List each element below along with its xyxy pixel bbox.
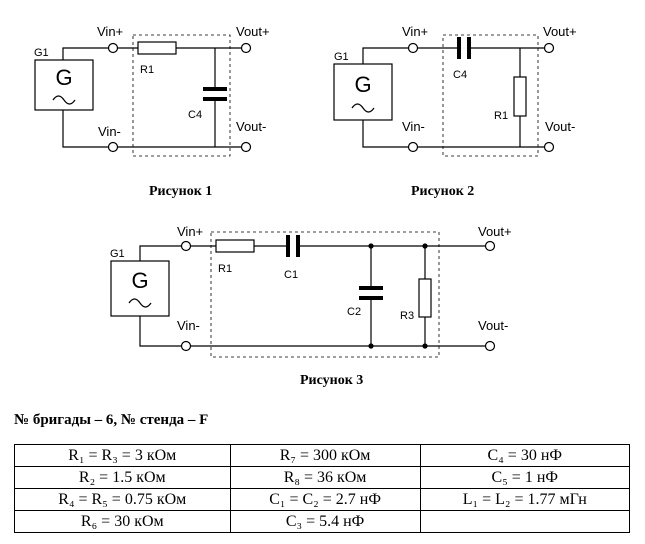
figure-1-caption: Рисунок 1 [149, 184, 213, 199]
terminal-vin-minus [107, 141, 119, 153]
circuit-figure-2: G G1 Vin+ Vin- Vout+ Vout- C4 R1 [333, 24, 577, 157]
table-cell: R₆ = 30 кОм [14, 510, 231, 533]
table-cell: R₇ = 300 кОм [229, 444, 421, 467]
generator-label: G1 [110, 248, 125, 260]
terminal-vout-plus [484, 240, 496, 252]
circuit-figure-3: G G1 Vin+ Vin- Vout+ Vout- R1 C1 C2 R3 [110, 224, 512, 358]
generator-label: G1 [34, 47, 49, 59]
terminal-vout-minus [484, 340, 496, 352]
terminal-vin-plus [407, 42, 419, 54]
vin-plus-label: Vin+ [402, 24, 428, 39]
terminal-vout-plus [240, 42, 252, 54]
table-cell: R₁ = R₃ = 3 кОм [14, 444, 231, 467]
generator-label: G1 [334, 51, 349, 63]
junction-dot [368, 343, 374, 349]
vin-plus-label: Vin+ [97, 24, 123, 39]
terminal-vout-minus [543, 141, 555, 153]
r1-label: R1 [218, 263, 232, 275]
circuit-schematics: G G1 Vin+ Vin- Vout+ Vout- R1 C4 [34, 24, 577, 358]
r1-label: R1 [494, 110, 508, 122]
generator [34, 59, 94, 111]
table-cell: C₃ = 5.4 нФ [229, 510, 421, 533]
table-cell: C₁ = C₂ = 2.7 нФ [229, 488, 421, 511]
table-cell: C₄ = 30 нФ [419, 444, 631, 467]
vout-plus-label: Vout+ [543, 24, 577, 39]
table-row: R₆ = 30 кОм C₃ = 5.4 нФ [14, 510, 631, 533]
junction-dot [422, 343, 428, 349]
vin-minus-label: Vin- [98, 124, 121, 139]
c2-label: C2 [347, 306, 361, 318]
vout-minus-label: Vout- [545, 119, 575, 134]
terminal-vout-minus [240, 141, 252, 153]
vout-plus-label: Vout+ [478, 224, 512, 239]
terminal-vout-plus [543, 42, 555, 54]
table-row: R₁ = R₃ = 3 кОм R₇ = 300 кОм C₄ = 30 нФ [14, 444, 631, 467]
generator-symbol: G [354, 72, 371, 97]
r3-label: R3 [400, 310, 414, 322]
c4-label: C4 [188, 109, 202, 121]
vin-minus-label: Vin- [177, 318, 200, 333]
r1-label: R1 [140, 64, 154, 76]
vin-minus-label: Vin- [402, 119, 425, 134]
dashed-boundary [210, 231, 440, 358]
figure-2-caption: Рисунок 2 [411, 184, 475, 199]
resistor-r1 [137, 41, 177, 55]
resistor-r1 [215, 239, 255, 253]
table-row: R₂ = 1.5 кОм R₈ = 36 кОм C₅ = 1 нФ [14, 466, 631, 489]
generator-symbol: G [55, 65, 72, 90]
dashed-boundary [132, 34, 231, 157]
parameters-table: R₁ = R₃ = 3 кОм R₇ = 300 кОм C₄ = 30 нФ … [14, 444, 631, 533]
generator-symbol: G [131, 268, 148, 293]
figure-3-caption: Рисунок 3 [300, 373, 364, 388]
table-row: R₄ = R₅ = 0.75 кОм C₁ = C₂ = 2.7 нФ L₁ =… [14, 488, 631, 511]
resistor-r3 [418, 278, 432, 318]
vin-plus-label: Vin+ [177, 224, 203, 239]
vout-plus-label: Vout+ [236, 24, 270, 39]
table-cell: R₈ = 36 кОм [229, 466, 421, 489]
resistor-r1 [513, 76, 527, 117]
table-cell: L₁ = L₂ = 1.77 мГн [419, 488, 631, 511]
junction-dot [368, 243, 374, 249]
table-cell: R₄ = R₅ = 0.75 кОм [14, 488, 231, 511]
terminal-vin-plus [107, 42, 119, 54]
terminal-vin-minus [180, 340, 192, 352]
c1-label: C1 [284, 269, 298, 281]
terminal-vin-minus [407, 141, 419, 153]
vout-minus-label: Vout- [236, 119, 266, 134]
table-cell: R₂ = 1.5 кОм [14, 466, 231, 489]
table-cell: C₅ = 1 нФ [419, 466, 631, 489]
c4-label: C4 [453, 69, 467, 81]
generator [333, 63, 393, 121]
team-stand-line: № бригады – 6, № стенда – F [14, 412, 209, 428]
circuit-figure-1: G G1 Vin+ Vin- Vout+ Vout- R1 C4 [34, 24, 270, 157]
junction-dot [422, 243, 428, 249]
vout-minus-label: Vout- [478, 318, 508, 333]
generator [110, 260, 170, 317]
table-cell [419, 510, 631, 533]
terminal-vin-plus [180, 240, 192, 252]
